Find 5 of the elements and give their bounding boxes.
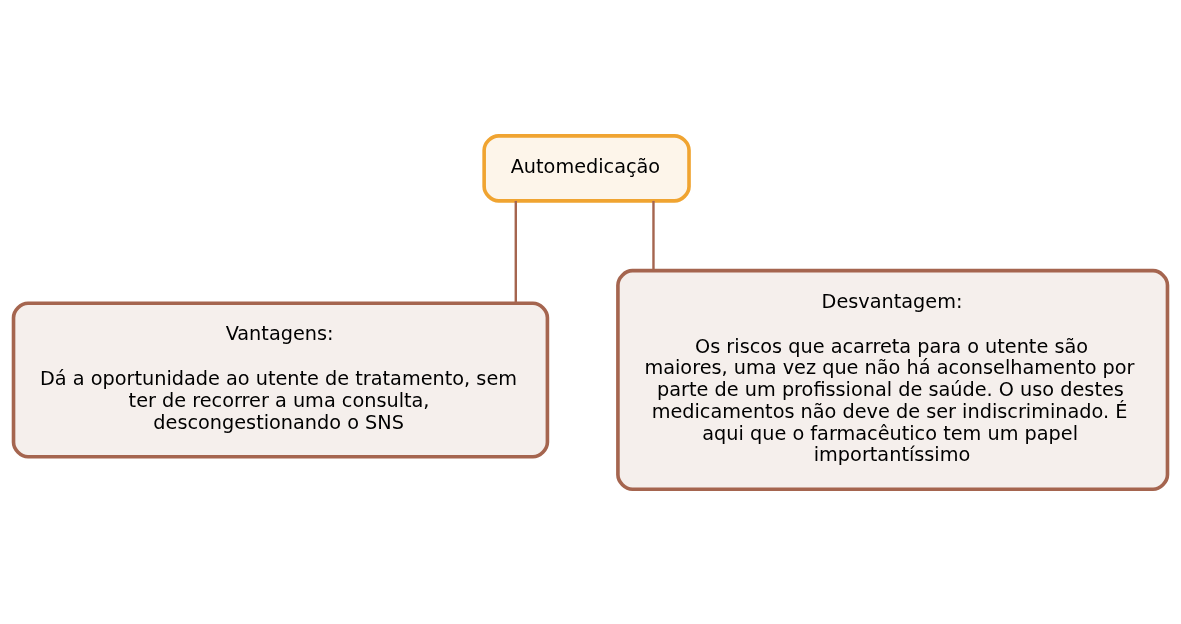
connector [514,200,517,303]
node-box: Vantagens: Dá a oportunidade ao utente de tratamento, sem ter de recorrer a uma consulta, descongestionando o SNS [11,300,550,459]
node-box: Desvantagem: Os riscos que acarreta para o utente são maiores, uma vez que não há aconselhamento por parte de um profissional de saúde. O uso destes medicamentos não deve de ser indiscriminado. É aqui que o farmacêutico tem um papel importantíssimo [616,268,1170,491]
connector [652,200,655,271]
node-box: Automedicação [482,133,691,203]
